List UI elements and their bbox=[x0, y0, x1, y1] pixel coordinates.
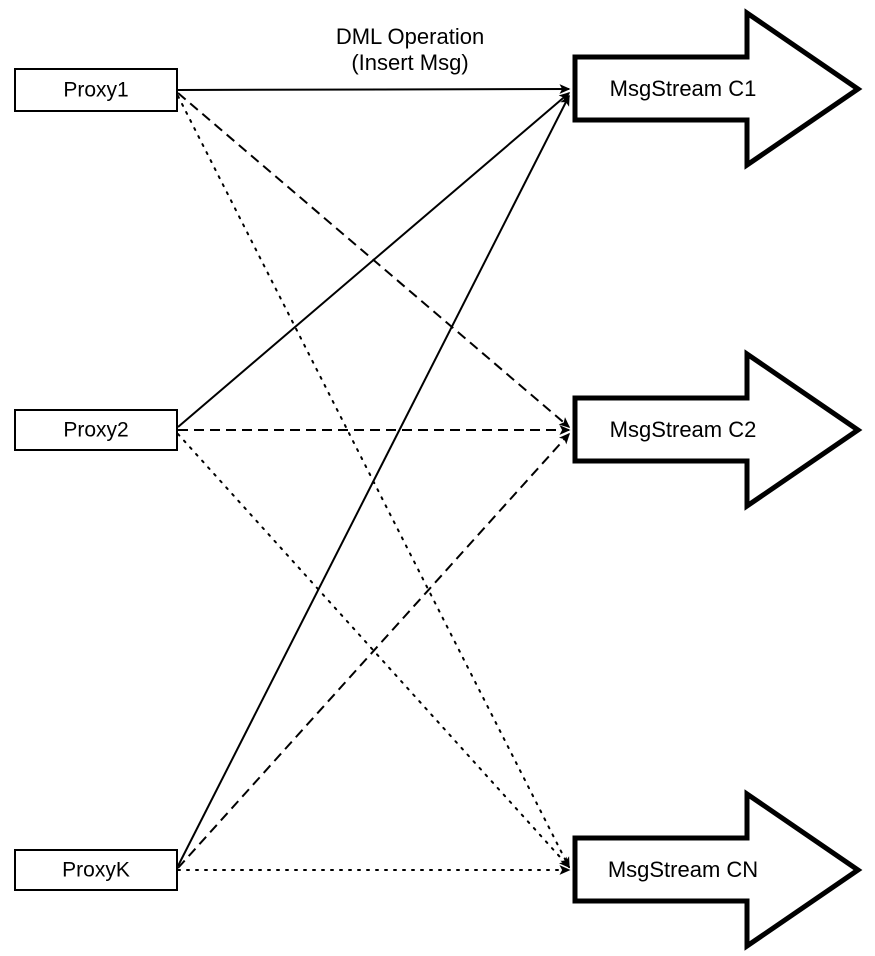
proxy-proxy2-label: Proxy2 bbox=[63, 419, 128, 442]
msgstream-cn-label: MsgStream CN bbox=[608, 857, 758, 882]
proxy-proxy1-label: Proxy1 bbox=[63, 79, 128, 102]
edge-proxy1-c1 bbox=[177, 84, 571, 94]
dml-operation-annotation: DML Operation (Insert Msg) bbox=[336, 24, 484, 75]
msgstream-c2-shape bbox=[572, 349, 863, 511]
proxy-node-proxyk[interactable]: ProxyK bbox=[14, 849, 178, 891]
edge-proxyk-c2 bbox=[177, 432, 571, 869]
annotation-line-2: (Insert Msg) bbox=[351, 50, 468, 75]
edge-proxyk-c1 bbox=[177, 94, 570, 867]
streams-group: MsgStream C1 MsgStream C2 MsgStream CN bbox=[572, 8, 863, 951]
edge-proxy2-cn bbox=[177, 433, 571, 869]
msgstream-cn-shape bbox=[572, 789, 863, 951]
edges-group bbox=[177, 84, 571, 875]
proxy-proxyk-label: ProxyK bbox=[62, 859, 130, 882]
edge-proxy2-c1 bbox=[177, 92, 571, 428]
msgstream-c1[interactable]: MsgStream C1 bbox=[572, 8, 863, 170]
msgstream-c2[interactable]: MsgStream C2 bbox=[572, 349, 863, 511]
proxy-proxyk-box bbox=[14, 849, 178, 891]
proxy-node-proxy1[interactable]: Proxy1 bbox=[14, 68, 178, 112]
proxy-node-proxy2[interactable]: Proxy2 bbox=[14, 409, 178, 451]
proxy-proxy1-box bbox=[14, 68, 178, 112]
msgstream-c1-shape bbox=[572, 8, 863, 170]
msgstream-cn[interactable]: MsgStream CN bbox=[572, 789, 863, 951]
annotation-line-1: DML Operation bbox=[336, 24, 484, 49]
proxy-proxy2-box bbox=[14, 409, 178, 451]
msgstream-c1-label: MsgStream C1 bbox=[610, 76, 757, 101]
msgstream-c2-label: MsgStream C2 bbox=[610, 417, 757, 442]
